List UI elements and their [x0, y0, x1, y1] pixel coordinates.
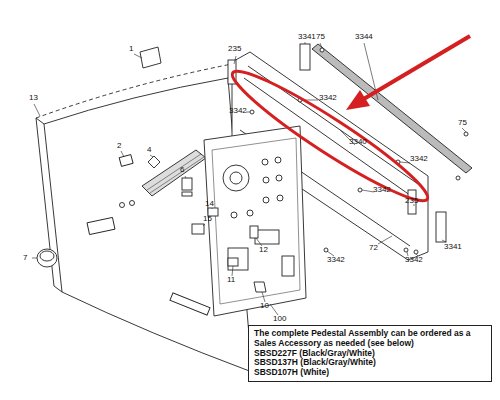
display-window [87, 217, 115, 234]
callout-number: 235 [227, 45, 242, 53]
callout-number: 100 [272, 315, 287, 323]
ribbon-cable [142, 150, 206, 196]
leader-lines [32, 42, 466, 315]
callout-number: 7 [22, 254, 28, 262]
model-number: SBSD137H (Black/Gray/White) [254, 358, 486, 368]
callout-number: 3340 [348, 138, 368, 146]
callout-number: 235 [404, 197, 419, 205]
knob [37, 249, 57, 267]
button [228, 258, 238, 266]
callout-number: 3341 [443, 243, 463, 251]
callout-number: 4 [146, 146, 152, 154]
callout-number: 11 [226, 276, 236, 284]
callout-number: 1 [128, 45, 134, 53]
part-card [140, 47, 161, 68]
note-text: The complete Pedestal Assembly can be or… [254, 329, 486, 349]
callout-number: 3342 [228, 107, 248, 115]
callout-number: 72 [368, 244, 379, 252]
switch [182, 178, 192, 190]
callout-number: 13 [28, 94, 39, 102]
model-number: SBSD107H (White) [254, 368, 486, 378]
model-number: SBSD227F (Black/Gray/White) [254, 349, 486, 359]
callout-number: 3342 [372, 186, 392, 194]
button [192, 224, 204, 234]
bracket [300, 44, 310, 70]
bracket [436, 212, 446, 242]
callout-number: 3342 [409, 155, 429, 163]
button [254, 282, 266, 292]
switch [119, 155, 133, 167]
led [250, 226, 258, 238]
callout-number: 3344 [354, 33, 374, 41]
switch [148, 156, 160, 168]
callout-number: 10 [259, 302, 270, 310]
callout-number: 2 [116, 142, 122, 150]
callout-number: 75 [457, 119, 468, 127]
callout-number: 15 [202, 215, 213, 223]
callout-number: 75 [315, 33, 326, 41]
callout-number: 6 [179, 166, 185, 174]
callout-number: 3341 [297, 33, 317, 41]
callout-number: 3342 [404, 256, 424, 264]
callout-number: 14 [204, 200, 215, 208]
top-rail [312, 44, 472, 173]
note-box: The complete Pedestal Assembly can be or… [248, 325, 492, 382]
callout-number: 12 [258, 246, 269, 254]
timer-dial [223, 165, 249, 191]
highlight-ellipse [223, 59, 436, 214]
control-board [204, 126, 306, 316]
callout-number: 3342 [326, 256, 346, 264]
highlight-arrow [346, 36, 470, 110]
callout-number: 3342 [318, 94, 338, 102]
